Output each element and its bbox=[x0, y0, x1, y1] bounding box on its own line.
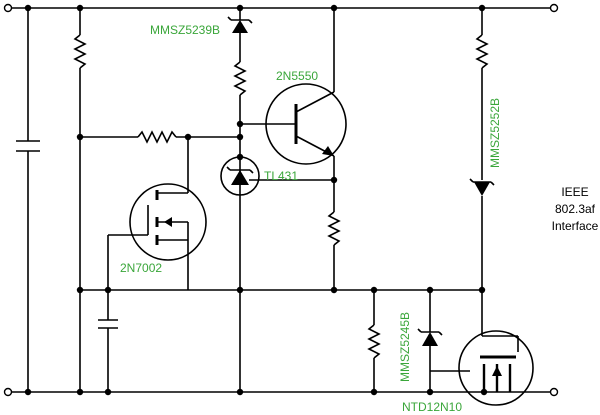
interface-label-line2: 802.3af bbox=[555, 202, 596, 216]
power-mosfet bbox=[430, 290, 534, 406]
bottom-rail bbox=[3, 387, 559, 397]
input-capacitor bbox=[16, 8, 40, 392]
label-zener-bottom: MMSZ5245B bbox=[398, 312, 412, 382]
zener-right bbox=[469, 178, 495, 290]
resistor-right-top bbox=[475, 8, 489, 180]
label-zener-top: MMSZ5239B bbox=[150, 23, 220, 37]
label-power-fet: NTD12N10 bbox=[402, 400, 462, 414]
zener-bottom bbox=[417, 290, 443, 392]
resistor-horizontal bbox=[80, 130, 240, 144]
top-rail bbox=[3, 3, 559, 13]
capacitor-lower bbox=[98, 290, 118, 392]
junction-dots bbox=[24, 4, 488, 396]
resistor-right-mid bbox=[327, 211, 341, 290]
resistor-mid bbox=[233, 33, 247, 392]
label-small-fet: 2N7002 bbox=[120, 261, 162, 275]
bottom-right-terminal[interactable] bbox=[549, 387, 559, 397]
zener-top bbox=[227, 8, 253, 33]
interface-label-line3: Interface bbox=[552, 219, 599, 233]
top-right-terminal[interactable] bbox=[549, 3, 559, 13]
label-bjt: 2N5550 bbox=[276, 69, 318, 83]
top-left-terminal[interactable] bbox=[3, 3, 13, 13]
resistor-bottom bbox=[367, 290, 381, 392]
interface-label-line1: IEEE bbox=[561, 185, 588, 199]
bjt-transistor bbox=[240, 8, 347, 212]
resistor-left bbox=[73, 8, 87, 392]
small-mosfet bbox=[107, 137, 207, 290]
bottom-left-terminal[interactable] bbox=[3, 387, 13, 397]
label-tl431: TL431 bbox=[264, 169, 298, 183]
label-zener-right: MMSZ5252B bbox=[488, 98, 502, 168]
